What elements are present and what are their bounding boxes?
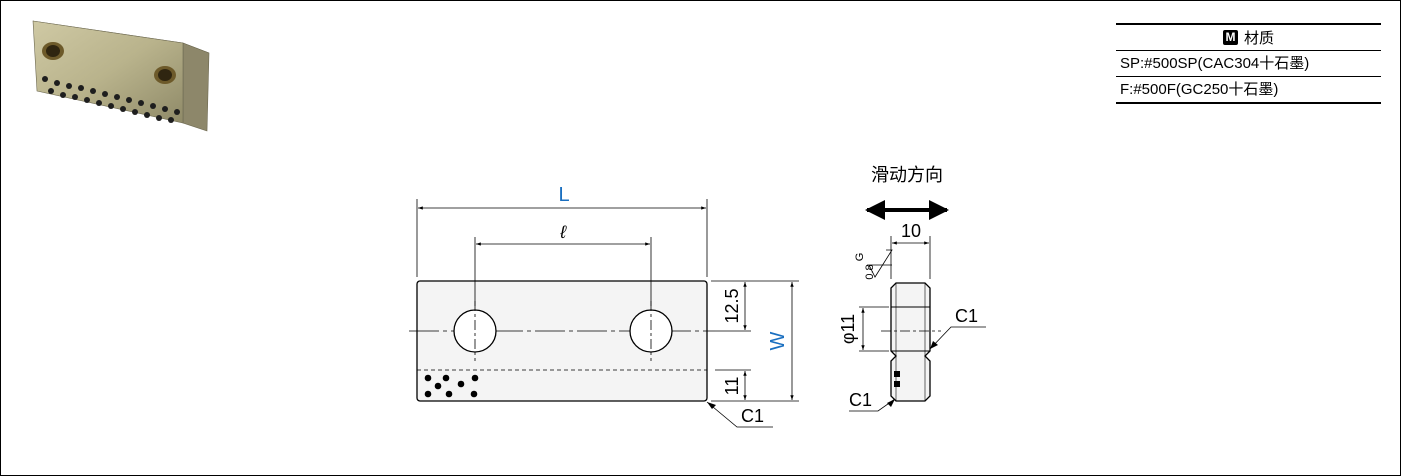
surface-finish-symbol: G 0.8 <box>854 249 893 280</box>
material-table: M 材质 SP:#500SP(CAC304十石墨) F:#500F(GC250十… <box>1116 23 1381 104</box>
product-photo <box>32 20 210 132</box>
dim-label-L: L <box>558 184 569 206</box>
surface-mark-G: G <box>854 253 866 262</box>
graphite-plugs <box>424 374 479 398</box>
dim-label-W: W <box>767 331 789 350</box>
material-table-header: M 材质 <box>1116 25 1381 51</box>
sliding-direction-label: 滑动方向 <box>871 165 943 185</box>
dim-label-l: ℓ <box>559 222 567 242</box>
chamfer-leader-front <box>706 401 773 428</box>
dim-label-12-5: 12.5 <box>722 288 742 323</box>
chamfer-label-side-bottom: C1 <box>849 390 872 410</box>
material-badge: M <box>1222 30 1238 45</box>
plate-outline <box>416 280 708 402</box>
surface-roughness-value: 0.8 <box>864 264 876 279</box>
dim-label-hole-diameter: φ11 <box>838 314 858 344</box>
front-view: L ℓ 12.5 11 W C1 <box>409 184 799 428</box>
material-row-f: F:#500F(GC250十石墨) <box>1116 76 1381 102</box>
chamfer-label-front: C1 <box>741 406 764 426</box>
material-table-title: 材质 <box>1243 30 1274 47</box>
dim-label-11: 11 <box>722 377 742 396</box>
chamfer-leader-side-top <box>929 326 986 350</box>
chamfer-label-side-top: C1 <box>955 306 978 326</box>
material-row-sp: SP:#500SP(CAC304十石墨) <box>1120 55 1310 72</box>
dim-label-10: 10 <box>901 221 921 241</box>
side-view: 滑动方向 10 G 0.8 <box>838 165 986 412</box>
